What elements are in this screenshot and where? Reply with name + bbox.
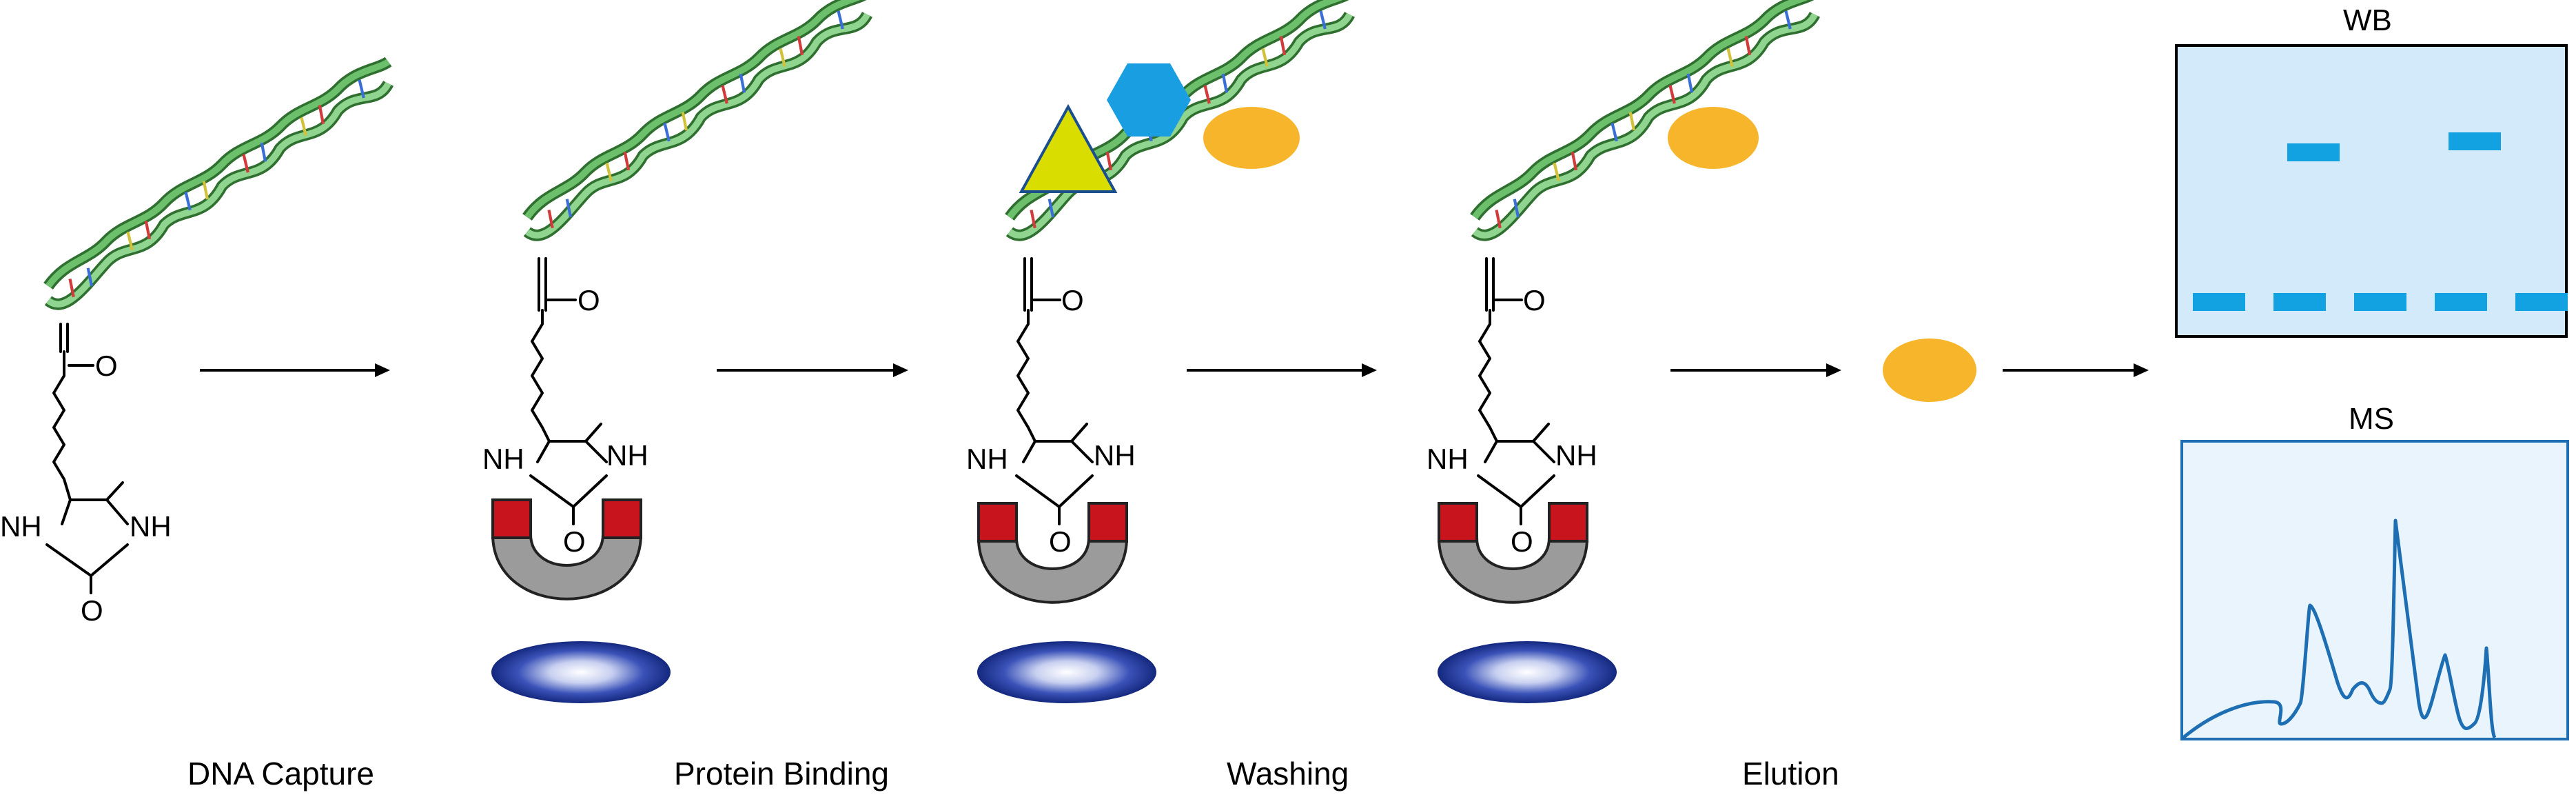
wb-band-lane-4-upper [2449,132,2501,150]
step-label-elution: Elution [1742,756,1839,791]
wb-band-lane-2-upper [2287,143,2340,161]
step-label-protein-binding: Protein Binding [674,756,889,791]
amine-label-right: NH [130,510,172,543]
wb-band-lane-5-lower [2515,293,2568,311]
stage-protein-binding: O NH NH O [482,0,868,703]
western-blot-panel: WB [2175,3,2568,338]
ms-spectrum-trace [2182,518,2497,739]
biotin-linker: O NH NH O [1427,257,1597,558]
amine-label-left: NH [0,510,42,543]
biotin-linker: O NH NH O [0,323,172,627]
magnetic-bead-icon [1438,641,1617,703]
wb-band-lane-3-lower [2354,293,2406,311]
process-arrows [200,363,2149,377]
target-protein-icon [1668,107,1759,169]
oxygen-label: O [1523,284,1546,316]
arrow-2 [717,363,908,377]
dna-helix-icon [1475,0,1815,235]
stage-elution: O NH NH O [1427,0,1815,703]
amine-label-left: NH [1427,443,1469,475]
amine-label-left: NH [482,443,524,475]
target-protein-icon [1203,107,1300,169]
oxygen-label-bottom: O [81,594,103,627]
ms-title: MS [2349,402,2394,436]
eluted-protein-icon [1883,339,1976,402]
wb-title: WB [2343,3,2392,37]
amine-label-right: NH [1555,439,1597,472]
stage-washing: O NH NH O [966,0,1350,703]
amine-label-left: NH [966,443,1008,475]
arrow-1 [200,363,390,377]
ms-plot-area [2180,440,2569,740]
stage-dna-capture: O NH NH O [0,62,389,627]
oxygen-label: O [577,284,600,316]
hexagon-protein-icon [1107,63,1191,137]
magnetic-bead-icon [491,641,671,703]
oxygen-label: O [1061,284,1084,316]
wb-band-lane-2-lower [2273,293,2326,311]
dna-helix-icon [527,0,868,235]
triangle-protein-icon [1019,103,1118,193]
wb-membrane [2175,44,2568,338]
magnetic-bead-icon [977,641,1156,703]
dna-helix-icon [48,62,389,305]
oxygen-label: O [95,350,118,382]
oxygen-label-bottom: O [1049,525,1072,558]
arrow-3 [1187,363,1377,377]
wb-band-lane-4-lower [2435,293,2487,311]
wb-band-lane-1-lower [2193,293,2245,311]
biotin-linker: O NH NH O [482,257,648,558]
step-label-dna-capture: DNA Capture [187,756,374,791]
mass-spec-panel: MS [2180,402,2569,740]
arrow-5 [2003,363,2149,377]
biotin-linker: O NH NH O [966,257,1136,558]
oxygen-label-bottom: O [1511,525,1533,558]
oxygen-label-bottom: O [563,525,586,558]
amine-label-right: NH [1094,439,1136,472]
step-label-washing: Washing [1227,756,1349,791]
arrow-4 [1670,363,1841,377]
amine-label-right: NH [606,439,648,472]
wb-bands [2193,132,2568,311]
